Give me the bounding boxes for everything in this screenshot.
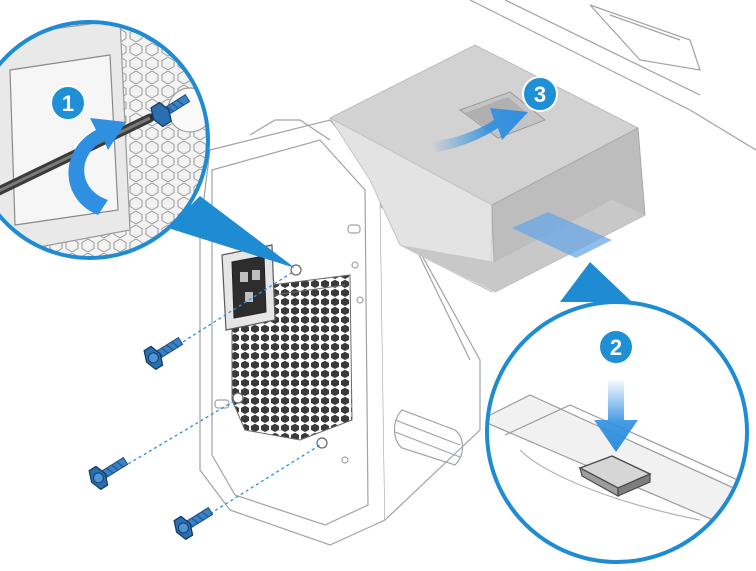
screw-icon xyxy=(88,336,214,541)
right-callout-pointer xyxy=(560,262,632,302)
release-tab-highlight xyxy=(512,212,612,258)
screw-2 xyxy=(88,456,129,491)
screw-3 xyxy=(173,506,214,541)
push-arrow-icon xyxy=(432,108,528,152)
screw-guide-lines xyxy=(117,271,321,521)
step-badge-1: 1 xyxy=(50,85,86,121)
step-badge-2: 2 xyxy=(598,329,634,365)
press-down-arrow-icon xyxy=(594,378,638,452)
callout-step-1 xyxy=(0,20,210,260)
step-number-2: 2 xyxy=(610,335,622,360)
callout-step-2 xyxy=(485,300,749,564)
screw-1 xyxy=(143,336,184,371)
power-supply xyxy=(328,44,646,293)
step-number-3: 3 xyxy=(534,82,546,107)
step-number-1: 1 xyxy=(62,91,74,116)
release-button xyxy=(578,455,652,498)
left-callout-pointer xyxy=(168,196,295,268)
rotate-arrow-icon xyxy=(68,118,126,215)
step-badge-3: 3 xyxy=(522,76,558,112)
